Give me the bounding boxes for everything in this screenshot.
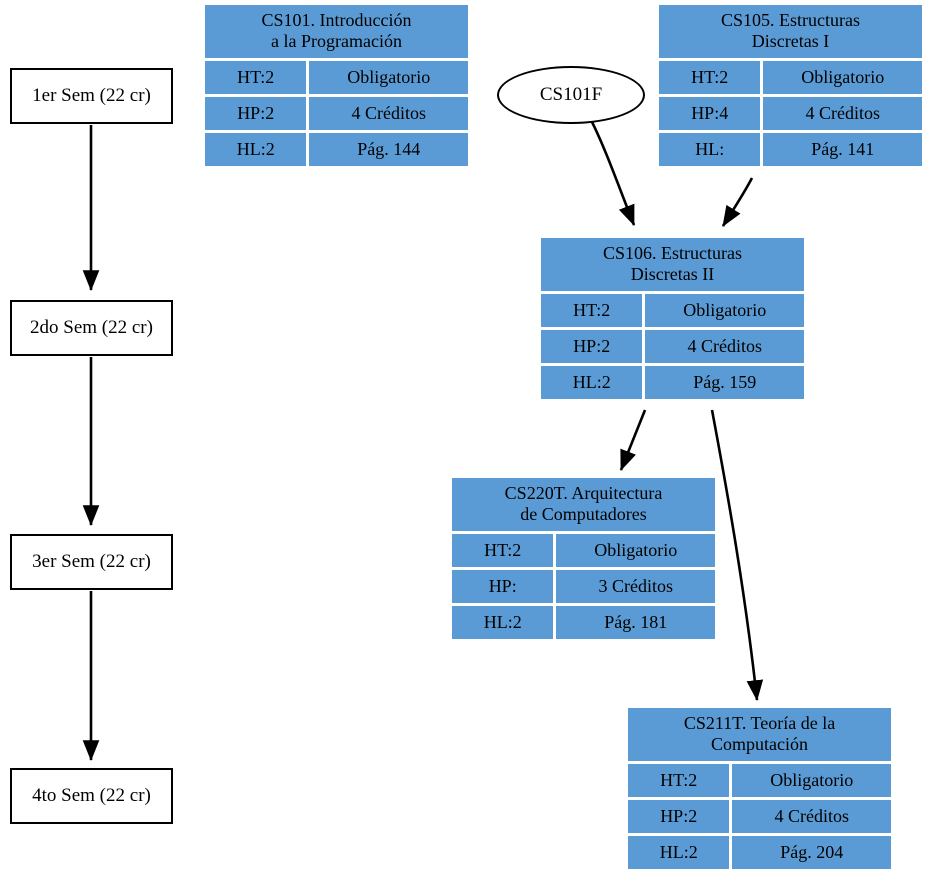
- course-row: HL: Pág. 141: [659, 133, 922, 167]
- course-title-line2: Discretas I: [751, 31, 830, 52]
- edge-cs105-cs106: [721, 177, 754, 227]
- semester-node-1[interactable]: 1er Sem (22 cr): [10, 68, 173, 124]
- course-title: CS220T. Arquitectura de Computadores: [452, 478, 715, 532]
- edge-cs101f-cs106: [590, 121, 636, 226]
- course-row: HL:2 Pág. 181: [452, 606, 715, 640]
- course-cell-requirement: Obligatorio: [556, 534, 715, 568]
- course-title-line1: CS101. Introducción: [261, 10, 412, 30]
- course-row: HP:4 4 Créditos: [659, 97, 922, 131]
- edge-cs106-cs220t: [619, 409, 647, 471]
- course-node-cs101[interactable]: CS101. Introducción a la Programación HT…: [205, 5, 468, 167]
- course-node-cs105[interactable]: CS105. Estructuras Discretas I HT:2 Obli…: [659, 5, 922, 167]
- course-row: HL:2 Pág. 204: [628, 836, 891, 870]
- course-row: HP:2 4 Créditos: [205, 97, 468, 131]
- course-cell-requirement: Obligatorio: [645, 294, 804, 328]
- course-title: CS211T. Teoría de la Computación: [628, 708, 891, 762]
- course-cell-hours-theory: HT:2: [541, 294, 643, 328]
- edge-cs106-cs211t: [710, 409, 764, 702]
- semester-node-4[interactable]: 4to Sem (22 cr): [10, 768, 173, 824]
- course-cell-hours-lab: HL:2: [541, 366, 643, 400]
- prereq-node-label: CS101F: [539, 84, 603, 105]
- course-title-line2: a la Programación: [271, 31, 402, 52]
- semester-node-3[interactable]: 3er Sem (22 cr): [10, 534, 173, 590]
- course-title: CS101. Introducción a la Programación: [205, 5, 468, 59]
- course-cell-credits: 4 Créditos: [309, 97, 468, 131]
- course-cell-hours-lab: HL:: [659, 133, 761, 167]
- course-node-cs220t[interactable]: CS220T. Arquitectura de Computadores HT:…: [452, 478, 715, 640]
- course-title: CS105. Estructuras Discretas I: [659, 5, 922, 59]
- course-row: HP: 3 Créditos: [452, 570, 715, 604]
- course-row: HL:2 Pág. 144: [205, 133, 468, 167]
- prereq-node-cs101f[interactable]: CS101F: [497, 66, 645, 124]
- course-cell-credits: 4 Créditos: [732, 800, 891, 834]
- course-cell-requirement: Obligatorio: [763, 61, 922, 95]
- course-cell-page: Pág. 141: [763, 133, 922, 167]
- course-cell-hours-practice: HP:2: [628, 800, 730, 834]
- semester-label: 3er Sem (22 cr): [32, 550, 151, 572]
- course-row: HT:2 Obligatorio: [659, 61, 922, 95]
- course-cell-credits: 3 Créditos: [556, 570, 715, 604]
- course-row: HP:2 4 Créditos: [628, 800, 891, 834]
- course-cell-page: Pág. 144: [309, 133, 468, 167]
- course-row: HT:2 Obligatorio: [452, 534, 715, 568]
- course-cell-hours-lab: HL:2: [628, 836, 730, 870]
- course-title-line1: CS220T. Arquitectura: [504, 483, 663, 503]
- course-title-line2: de Computadores: [520, 504, 647, 525]
- course-cell-hours-theory: HT:2: [452, 534, 554, 568]
- course-row: HP:2 4 Créditos: [541, 330, 804, 364]
- course-cell-page: Pág. 181: [556, 606, 715, 640]
- course-cell-hours-lab: HL:2: [205, 133, 307, 167]
- course-node-cs211t[interactable]: CS211T. Teoría de la Computación HT:2 Ob…: [628, 708, 891, 870]
- course-cell-page: Pág. 204: [732, 836, 891, 870]
- course-title: CS106. Estructuras Discretas II: [541, 238, 804, 292]
- course-node-cs106[interactable]: CS106. Estructuras Discretas II HT:2 Obl…: [541, 238, 804, 400]
- course-title-line2: Discretas II: [630, 264, 715, 285]
- course-cell-credits: 4 Créditos: [645, 330, 804, 364]
- course-row: HT:2 Obligatorio: [541, 294, 804, 328]
- course-cell-hours-lab: HL:2: [452, 606, 554, 640]
- course-title-line1: CS105. Estructuras: [721, 10, 860, 30]
- course-title-line2: Computación: [711, 734, 808, 755]
- semester-label: 2do Sem (22 cr): [30, 316, 153, 338]
- course-cell-page: Pág. 159: [645, 366, 804, 400]
- course-cell-hours-practice: HP:2: [205, 97, 307, 131]
- course-cell-hours-theory: HT:2: [205, 61, 307, 95]
- semester-label: 4to Sem (22 cr): [32, 784, 151, 806]
- course-row: HT:2 Obligatorio: [628, 764, 891, 798]
- course-cell-hours-theory: HT:2: [628, 764, 730, 798]
- course-cell-hours-practice: HP:2: [541, 330, 643, 364]
- course-title-line1: CS211T. Teoría de la: [683, 713, 836, 733]
- semester-label: 1er Sem (22 cr): [32, 84, 151, 106]
- course-cell-requirement: Obligatorio: [309, 61, 468, 95]
- course-cell-hours-theory: HT:2: [659, 61, 761, 95]
- course-cell-requirement: Obligatorio: [732, 764, 891, 798]
- course-title-line1: CS106. Estructuras: [603, 243, 742, 263]
- course-cell-hours-practice: HP:: [452, 570, 554, 604]
- course-row: HL:2 Pág. 159: [541, 366, 804, 400]
- course-cell-credits: 4 Créditos: [763, 97, 922, 131]
- course-cell-hours-practice: HP:4: [659, 97, 761, 131]
- semester-node-2[interactable]: 2do Sem (22 cr): [10, 300, 173, 356]
- course-row: HT:2 Obligatorio: [205, 61, 468, 95]
